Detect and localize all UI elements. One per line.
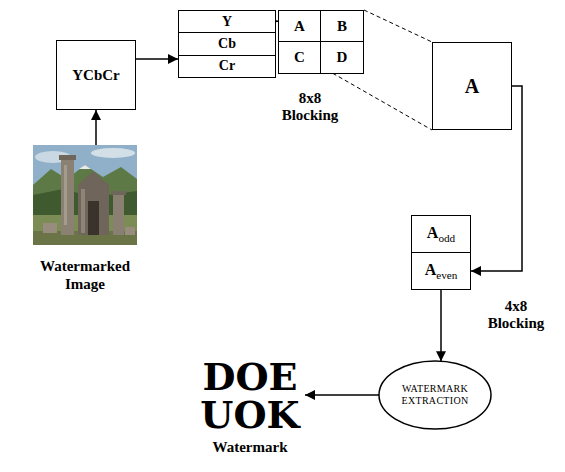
channel-label: Y <box>179 11 275 33</box>
process-label: WATERMARK EXTRACTION <box>394 383 476 408</box>
block-name-part: A <box>425 261 437 278</box>
pillar-cap <box>111 191 126 195</box>
block-name-part: odd <box>438 232 455 244</box>
block-label: C <box>279 42 321 73</box>
temple-edge <box>81 189 85 233</box>
block-label: B <box>321 11 363 42</box>
watermark-text: Watermark <box>195 438 305 456</box>
watermarked-photo <box>33 145 137 245</box>
pillar-cap <box>59 155 76 160</box>
watermark-node: DOE UOK Watermark <box>195 358 305 462</box>
flow-arrow <box>441 290 442 361</box>
block-name: Aodd <box>427 224 455 244</box>
caption-label: 4x8 Blocking <box>478 298 554 333</box>
block-box: A <box>432 42 512 130</box>
extraction-ellipse: WATERMARK EXTRACTION <box>378 360 492 430</box>
pillar <box>61 157 74 235</box>
channel-label: Cr <box>179 56 275 77</box>
box-label: A <box>465 75 479 98</box>
sky <box>33 145 137 245</box>
connector-path <box>305 394 379 396</box>
block-name: Aeven <box>425 261 458 281</box>
image-node: Watermarked Image <box>33 145 137 295</box>
doorway <box>88 201 99 235</box>
flow-arrow <box>305 395 379 396</box>
image-caption: Watermarked Image <box>33 257 137 293</box>
channel-stack: YCbCr <box>178 10 276 78</box>
connector-path <box>95 110 97 145</box>
block-name-part: A <box>427 224 439 241</box>
box-label: YCbCr <box>72 67 120 84</box>
temple <box>78 171 109 235</box>
channel-label: Cb <box>179 33 275 55</box>
snow <box>79 165 91 169</box>
pillar-light <box>64 165 67 225</box>
caption-label: 8x8 Blocking <box>272 90 348 125</box>
connector-path <box>440 290 442 361</box>
connector-path <box>136 58 178 60</box>
block-name-part: even <box>436 269 457 281</box>
flow-arrow <box>96 110 97 145</box>
block-grid: ABCD <box>278 10 364 74</box>
odd-block: Aodd <box>411 215 471 253</box>
flow-arrow <box>136 59 178 60</box>
cloud <box>91 148 135 158</box>
ellipse-shape <box>379 361 491 429</box>
rubble <box>125 227 135 235</box>
color-space-box: YCbCr <box>56 40 136 110</box>
pillar <box>113 193 124 235</box>
watermark-text: DOE UOK <box>195 358 305 434</box>
even-block: Aeven <box>411 252 471 290</box>
connector-path <box>364 10 432 42</box>
rubble <box>43 223 57 233</box>
block-label: A <box>279 11 321 42</box>
block-label: D <box>321 42 363 73</box>
